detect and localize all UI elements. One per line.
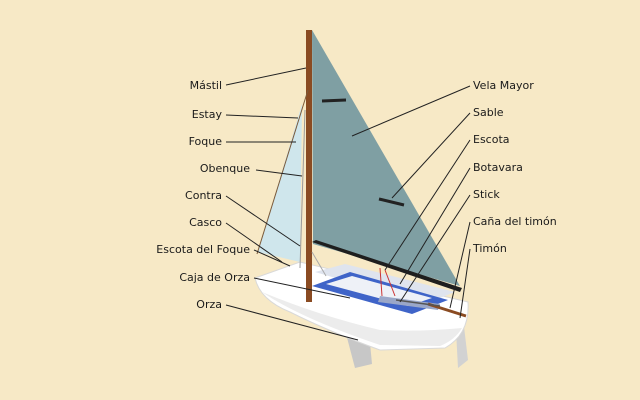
deck-inner	[326, 276, 432, 306]
batten-2	[378, 197, 405, 207]
label-botavara: Botavara	[473, 161, 523, 174]
label-caja-de-orza: Caja de Orza	[179, 271, 250, 284]
label-stick: Stick	[473, 188, 500, 201]
batten-1	[321, 98, 347, 103]
label-orza: Orza	[196, 298, 222, 311]
label-estay: Estay	[191, 108, 222, 121]
mainsheet	[379, 267, 383, 297]
label-sable: Sable	[473, 106, 504, 119]
boom	[312, 240, 462, 292]
label-contra: Contra	[185, 189, 222, 202]
label-timon: Timón	[473, 242, 507, 255]
shroud	[299, 109, 306, 269]
label-escota-del-foque: Escota del Foque	[156, 243, 250, 256]
label-escota: Escota	[473, 133, 510, 146]
label-vela-mayor: Vela Mayor	[473, 79, 534, 92]
label-cana-del-timon: Caña del timón	[473, 215, 557, 228]
mainsheet-2	[384, 269, 396, 297]
label-foque: Foque	[188, 135, 222, 148]
tiller-extension	[395, 299, 441, 307]
tiller	[427, 302, 467, 318]
leader-lines-left	[225, 67, 359, 341]
mast	[306, 30, 312, 302]
vang	[311, 251, 327, 277]
centerboard-case	[378, 296, 440, 310]
label-casco: Casco	[189, 216, 222, 229]
label-mastil: Mástil	[189, 79, 222, 92]
forestay	[256, 89, 309, 255]
label-obenque: Obenque	[199, 162, 250, 175]
hull-lower	[262, 292, 462, 346]
mainsail	[312, 30, 460, 286]
leader-lines-right	[351, 85, 471, 319]
jib-sail	[258, 104, 302, 262]
